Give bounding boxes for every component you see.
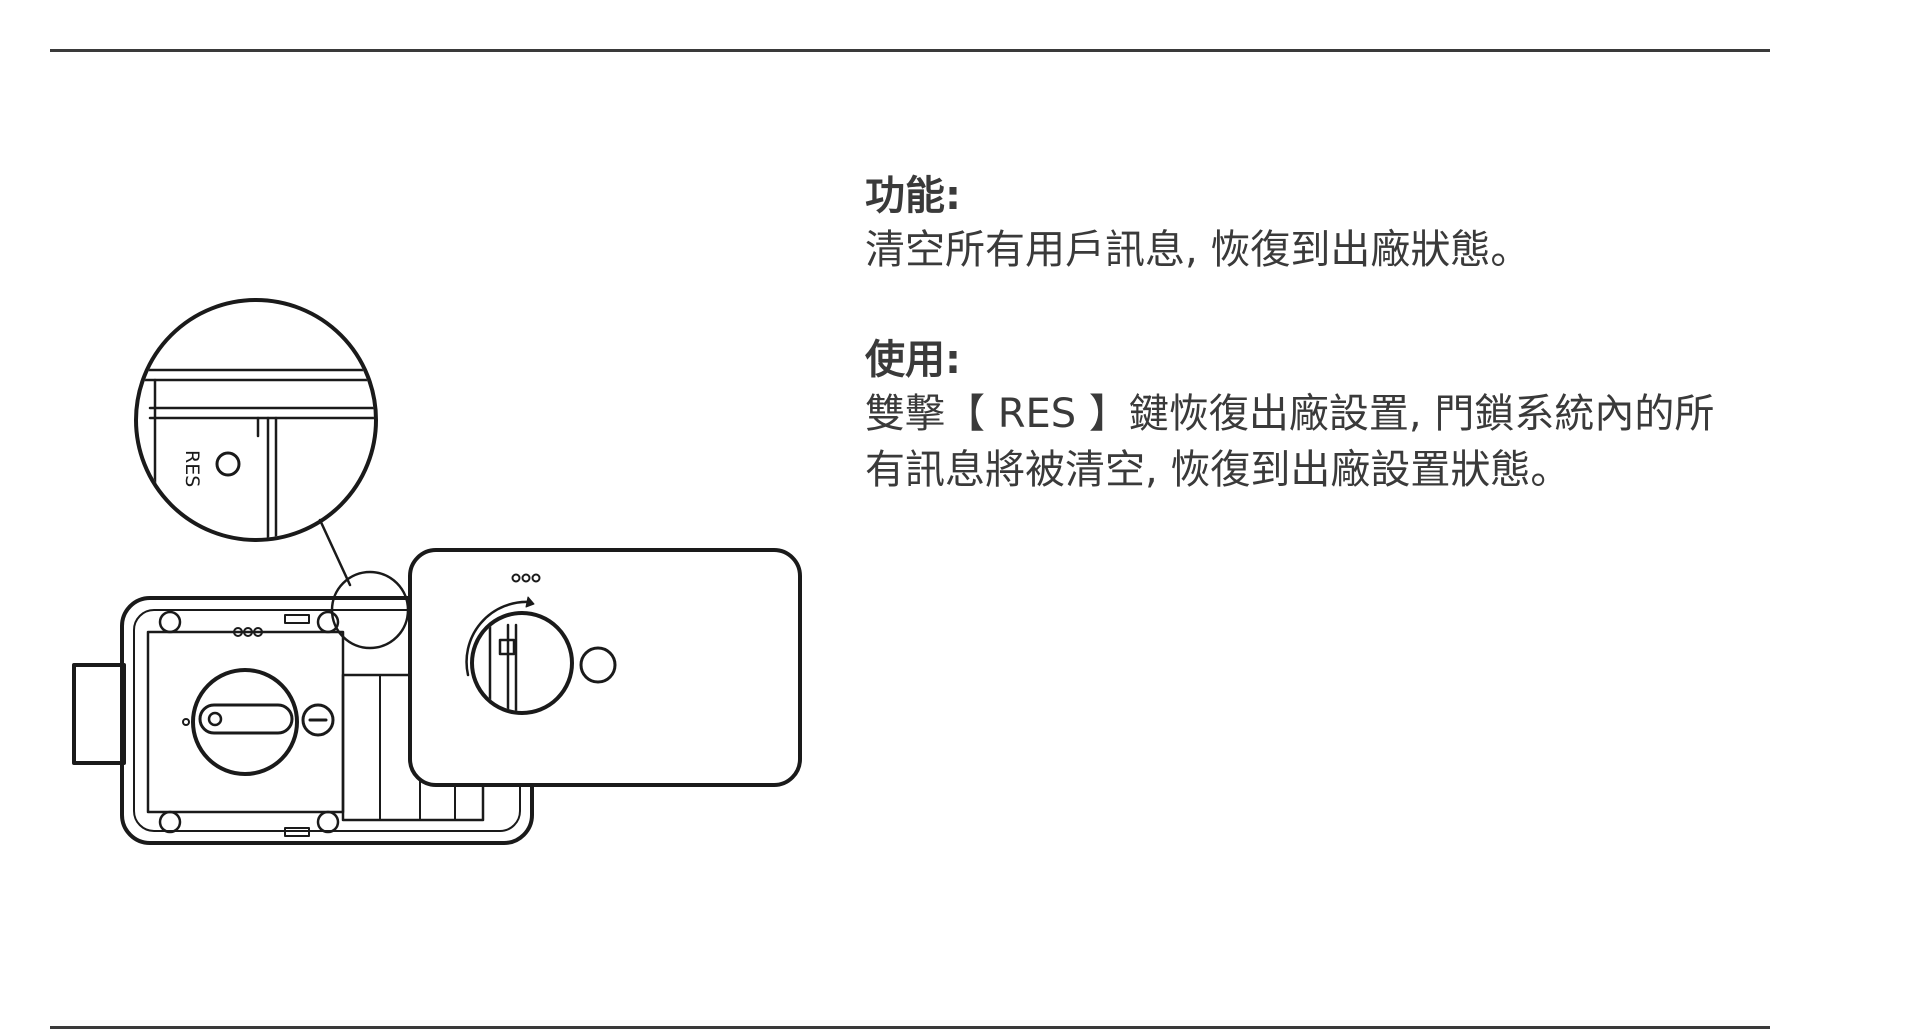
usage-heading: 使用:	[865, 337, 961, 383]
instructions-block: 功能: 清空所有用戶訊息, 恢復到出廠狀態。 使用: 雙擊【 RES 】鍵恢復出…	[865, 170, 1805, 498]
usage-description-line-1: 雙擊【 RES 】鍵恢復出廠設置, 門鎖系統內的所	[865, 391, 1715, 437]
bottom-divider	[50, 1026, 1770, 1029]
zoom-callout	[134, 298, 378, 587]
lock-body	[72, 596, 534, 845]
usage-description-line-2: 有訊息將被清空, 恢復到出廠設置狀態。	[865, 447, 1571, 493]
top-divider	[50, 49, 1770, 52]
function-heading: 功能:	[865, 173, 961, 219]
door-lock-illustration: RES	[72, 298, 802, 845]
res-button-label: RES	[181, 450, 203, 487]
function-description: 清空所有用戶訊息, 恢復到出廠狀態。	[865, 227, 1531, 273]
cover-panel	[408, 548, 802, 787]
